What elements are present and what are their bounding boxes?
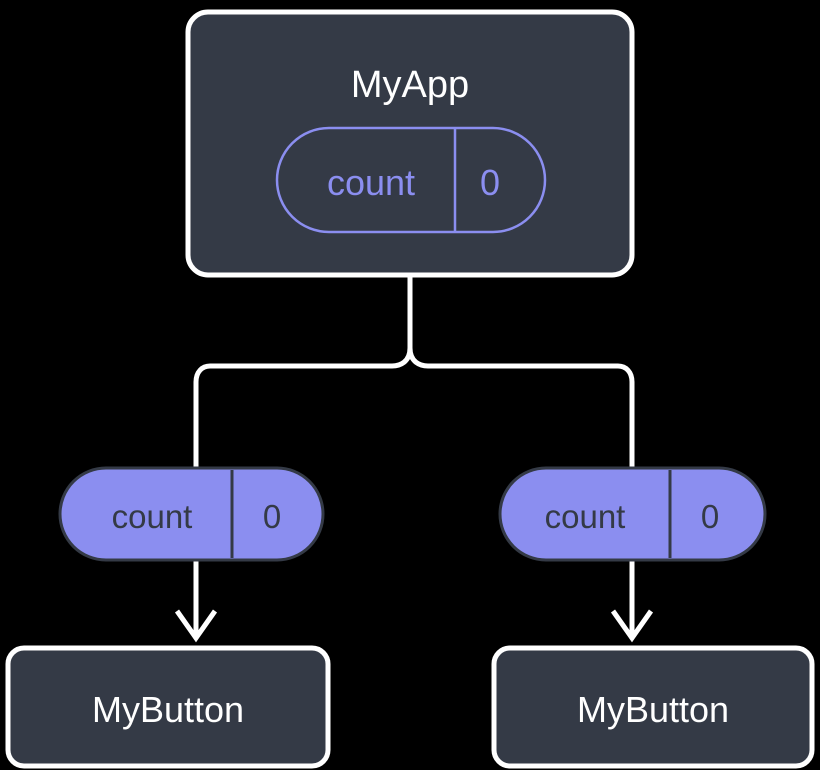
state-pill-right-body[interactable] bbox=[498, 466, 767, 562]
node-myapp-box[interactable] bbox=[185, 9, 635, 278]
state-pill-myapp-key: count bbox=[327, 162, 415, 203]
node-myapp-label: MyApp bbox=[351, 64, 469, 106]
state-pill-right-key: count bbox=[545, 498, 626, 535]
node-myapp[interactable]: MyApp count 0 bbox=[185, 9, 635, 278]
node-mybutton-left-box[interactable] bbox=[5, 645, 331, 769]
node-mybutton-right-label: MyButton bbox=[577, 689, 729, 730]
state-pill-left-key: count bbox=[112, 498, 193, 535]
state-pill-right[interactable]: count 0 bbox=[498, 466, 767, 562]
node-mybutton-left[interactable]: MyButton bbox=[5, 645, 331, 769]
arrow-head-right-icon bbox=[610, 609, 654, 643]
node-mybutton-left-label: MyButton bbox=[92, 689, 244, 730]
connector-group bbox=[193, 276, 635, 470]
arrow-head-left-icon bbox=[174, 609, 218, 643]
state-pill-left-value: 0 bbox=[263, 498, 281, 535]
connector-branch-right bbox=[407, 347, 635, 470]
arrow-group bbox=[174, 560, 654, 643]
state-pill-left[interactable]: count 0 bbox=[58, 466, 325, 562]
node-mybutton-right-box[interactable] bbox=[491, 645, 815, 769]
connector-branch-left bbox=[193, 347, 413, 470]
state-pill-right-value: 0 bbox=[701, 498, 719, 535]
state-pill-myapp-body[interactable] bbox=[275, 126, 547, 234]
node-mybutton-right[interactable]: MyButton bbox=[491, 645, 815, 769]
state-pill-myapp[interactable]: count 0 bbox=[275, 126, 547, 234]
state-pill-left-body[interactable] bbox=[58, 466, 325, 562]
state-pill-myapp-value: 0 bbox=[480, 162, 500, 203]
